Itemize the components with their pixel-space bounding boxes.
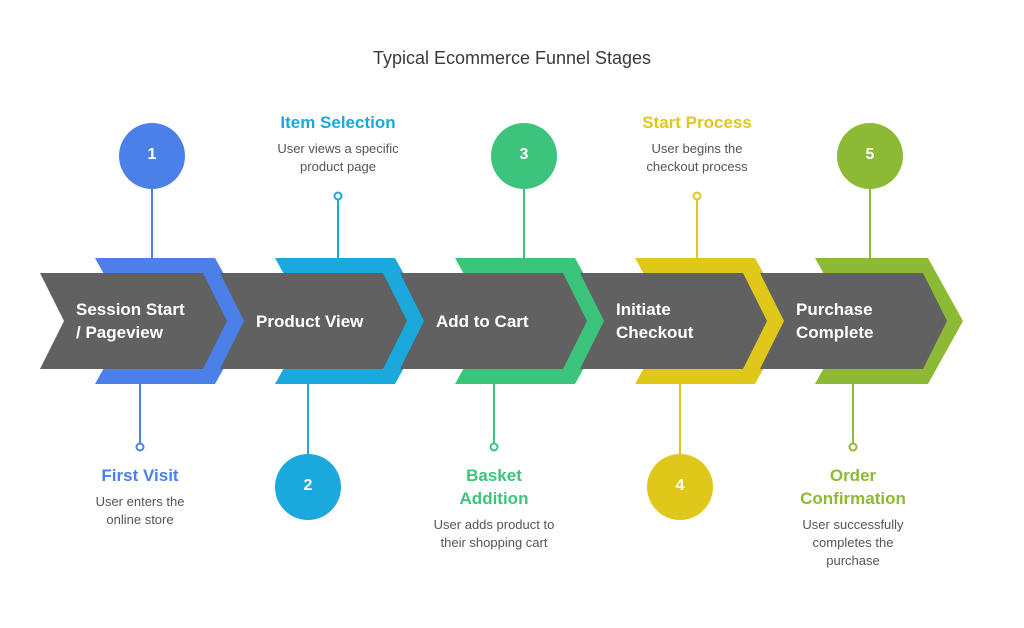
stage-2-connector-dot (333, 191, 343, 201)
stage-4-number: 4 (675, 477, 685, 494)
stage-2-description: User views a specific product page (248, 140, 428, 176)
stage-2-label: Product View (256, 310, 363, 333)
stage-5-description-line1: User successfully (802, 517, 904, 532)
diagram-title: Typical Ecommerce Funnel Stages (372, 48, 652, 68)
stage-1-label: Session Start / Pageview (76, 298, 185, 344)
stage-2-chevron (220, 273, 407, 369)
stage-1-badge (119, 123, 185, 189)
stage-2-description-line1: User views a specific (277, 141, 399, 156)
stage-5-description-line2: completes the purchase (812, 535, 894, 568)
stage-2-annotation: Item Selection User views a specific pro… (248, 111, 428, 176)
stage-1-annotation: First Visit User enters the online store (50, 464, 230, 529)
stage-4-label: Initiate Checkout (616, 298, 693, 344)
stage-1-chevron (40, 273, 227, 369)
stage-1-label-line1: Session Start (76, 300, 185, 319)
stage-3-badge (491, 123, 557, 189)
stage-3-heading: Basket Addition (459, 466, 529, 508)
stage-3-chevron (400, 273, 587, 369)
stage-5-annotation: Order Confirmation User successfully com… (763, 464, 943, 570)
stage-3-description-line2: their shopping cart (440, 535, 548, 550)
stage-5-label-line1: Purchase (796, 300, 873, 319)
stage-4-chevron (580, 273, 767, 369)
stage-3-number: 3 (519, 146, 529, 163)
stage-4-label-line2: Checkout (616, 323, 694, 342)
stage-5-badge (837, 123, 903, 189)
stage-3-description-line1: User adds product to (433, 517, 555, 532)
stage-5-connector-dot (848, 442, 858, 452)
stage-1-number: 1 (147, 146, 157, 163)
stage-3-label-line1: Add to Cart (436, 312, 529, 331)
stage-4-heading: Start Process (642, 113, 752, 132)
stage-4-description: User begins the checkout process (607, 140, 787, 176)
stage-4-connector-dot (692, 191, 702, 201)
stage-4-description-line1: User begins the (651, 141, 743, 156)
stage-2-label-line1: Product View (256, 312, 364, 331)
stage-5-description: User successfully completes the purchase (763, 516, 943, 570)
stage-5-chevron (760, 273, 947, 369)
stage-3-annotation: Basket Addition User adds product to the… (404, 464, 584, 552)
stage-5-number: 5 (865, 146, 875, 163)
stage-4-label-line1: Initiate (616, 300, 671, 319)
stage-1-description-line1: User enters the (95, 494, 185, 509)
stage-5-label: Purchase Complete (796, 298, 873, 344)
stage-1-description-line2: online store (106, 512, 174, 527)
stage-4-badge (647, 454, 713, 520)
stage-4-description-line2: checkout process (646, 159, 748, 174)
stage-1-description: User enters the online store (50, 493, 230, 529)
stage-3-description: User adds product to their shopping cart (404, 516, 584, 552)
stage-2-description-line2: product page (300, 159, 376, 174)
stage-5-heading: Order Confirmation (800, 466, 906, 508)
stage-1-label-line2: / Pageview (76, 323, 163, 342)
stage-1-heading: First Visit (101, 466, 179, 485)
stage-2-number: 2 (303, 477, 313, 494)
stage-5-label-line2: Complete (796, 323, 874, 342)
stage-2-heading: Item Selection (280, 113, 396, 132)
stage-1-connector-dot (135, 442, 145, 452)
stage-3-connector-dot (489, 442, 499, 452)
stage-4-annotation: Start Process User begins the checkout p… (607, 111, 787, 176)
stage-3-label: Add to Cart (436, 310, 529, 333)
stage-2-badge (275, 454, 341, 520)
